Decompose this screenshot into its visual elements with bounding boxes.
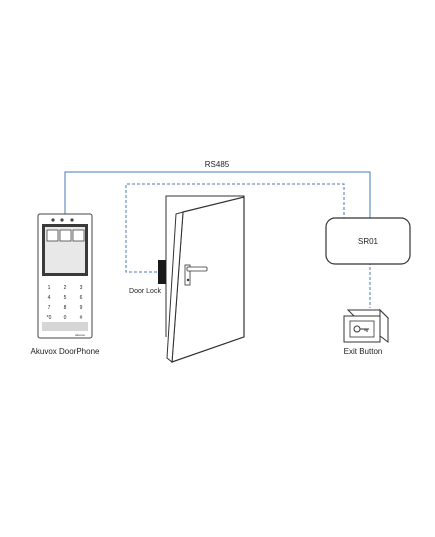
doorphone-brand: Akuvox — [75, 333, 85, 337]
rs485-label: RS485 — [205, 160, 230, 169]
keypad-key: *0 — [47, 315, 52, 321]
door-lock-icon — [158, 260, 166, 284]
doorphone-device: 1 2 3 4 5 6 7 8 9 *0 0 # Akuvox — [37, 213, 93, 339]
keypad-key: 3 — [80, 285, 83, 291]
door — [165, 195, 245, 363]
exit-button-device — [343, 308, 390, 343]
keypad-key: 5 — [64, 295, 67, 301]
key-icon — [353, 325, 369, 333]
keypad-key: 4 — [48, 295, 51, 301]
sr01-label: SR01 — [358, 237, 379, 246]
keypad-key: 6 — [80, 295, 83, 301]
keypad-key: # — [80, 315, 83, 321]
doorphone-label: Akuvox DoorPhone — [31, 347, 100, 356]
keypad-key: 8 — [64, 305, 67, 311]
keypad-key: 0 — [64, 315, 67, 321]
keypad-key: 1 — [48, 285, 51, 291]
door-lock-label: Door Lock — [129, 288, 161, 295]
lock-wire — [125, 183, 345, 273]
keypad-key: 2 — [64, 285, 67, 291]
keypad-key: 9 — [80, 305, 83, 311]
doorphone-keypad: 1 2 3 4 5 6 7 8 9 *0 0 # — [47, 285, 83, 321]
exit-button-label: Exit Button — [344, 347, 383, 356]
sr01-controller: SR01 — [325, 217, 411, 265]
rs485-line — [64, 171, 371, 222]
keypad-key: 7 — [48, 305, 51, 311]
